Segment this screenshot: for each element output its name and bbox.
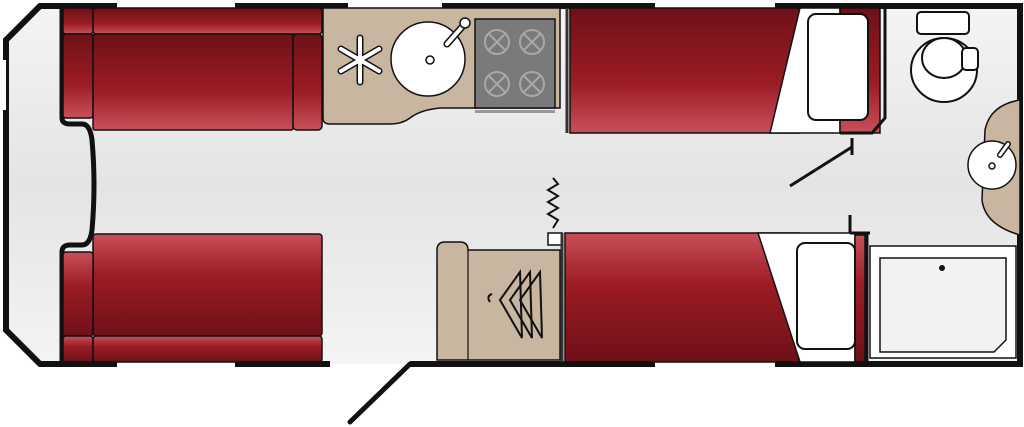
pillow-icon <box>807 13 869 121</box>
bed-bottom <box>564 232 801 363</box>
washbasin-icon <box>967 140 1017 190</box>
hob-icon <box>474 18 556 113</box>
front-sofa-top <box>62 7 323 131</box>
windows <box>2 3 775 367</box>
washroom-door <box>789 145 853 188</box>
shower-tray-icon <box>869 245 1017 359</box>
front-interior-wall <box>59 8 97 362</box>
bed-bottom-side <box>854 234 866 363</box>
sink-icon <box>390 17 471 97</box>
pillow-icon <box>796 242 856 350</box>
snowflake-icon <box>337 34 383 86</box>
partition-wall-top <box>840 8 887 135</box>
wardrobe-hanger-icon <box>487 269 543 339</box>
front-sofa-bottom <box>62 233 323 363</box>
door-icon <box>347 361 413 425</box>
toilet-icon <box>910 11 979 103</box>
curtain-icon <box>546 177 560 229</box>
outer-wall <box>3 3 1023 367</box>
wardrobe-door-frame <box>547 232 563 246</box>
bed-top <box>569 7 801 134</box>
